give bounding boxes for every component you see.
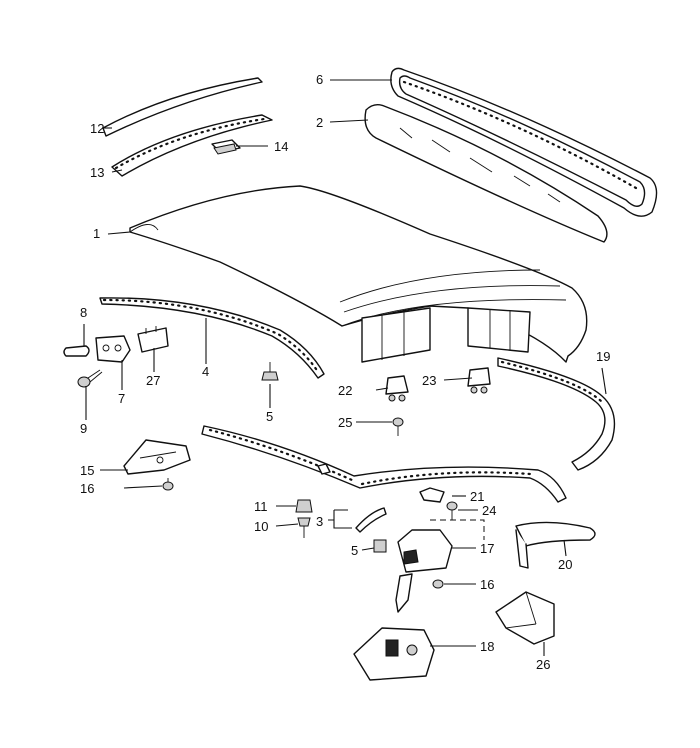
part-16-screw-right (432, 579, 444, 589)
part-15-latch (123, 439, 191, 475)
label-part-2: 2 (316, 115, 323, 130)
part-18-latch (353, 627, 435, 681)
label-part-19: 19 (596, 349, 610, 364)
label-part-1: 1 (93, 226, 100, 241)
label-part-24: 24 (482, 503, 496, 518)
part-27-clip (137, 326, 169, 353)
label-part-14: 14 (274, 139, 288, 154)
part-1-top-cover (129, 185, 588, 363)
part-21-clip (419, 487, 445, 503)
label-part-6: 6 (316, 72, 323, 87)
part-number-labels: 1 2 3 4 5 5 6 7 8 9 10 11 12 13 14 15 16… (80, 72, 610, 672)
label-part-12: 12 (90, 121, 104, 136)
label-part-21: 21 (470, 489, 484, 504)
label-part-16-left: 16 (80, 481, 94, 496)
label-part-23: 23 (422, 373, 436, 388)
part-8-pin (63, 345, 90, 357)
label-part-18: 18 (480, 639, 494, 654)
label-part-4: 4 (202, 364, 209, 379)
part-24-screw (446, 501, 458, 520)
label-part-15: 15 (80, 463, 94, 478)
label-part-3: 3 (316, 514, 323, 529)
label-part-8: 8 (80, 305, 87, 320)
part-16-screw-left (162, 478, 174, 491)
part-25-screw (392, 417, 404, 436)
label-part-25: 25 (338, 415, 352, 430)
leader-lines (83, 79, 607, 656)
part-13-seal-strip (111, 114, 273, 177)
label-part-16-right: 16 (480, 577, 494, 592)
part-19-rear-seal (497, 357, 616, 471)
part-10-screw (297, 517, 311, 538)
part-26-cap (495, 591, 555, 645)
label-part-13: 13 (90, 165, 104, 180)
part-22-mount (385, 375, 409, 402)
part-5-bolt-lower (373, 539, 387, 553)
part-11-nut (295, 499, 313, 513)
part-17-bracket (395, 519, 485, 613)
label-part-17: 17 (480, 541, 494, 556)
label-part-27: 27 (146, 373, 160, 388)
label-part-26: 26 (536, 657, 550, 672)
part-3-trim (355, 507, 387, 533)
part-7-bracket (95, 335, 131, 363)
part-5-bolt-upper (261, 362, 279, 381)
part-23-mount (467, 367, 491, 394)
label-part-9: 9 (80, 421, 87, 436)
label-part-20: 20 (558, 557, 572, 572)
side-rail-assembly (201, 425, 567, 503)
label-part-22: 22 (338, 383, 352, 398)
part-20-cover (515, 521, 596, 569)
label-part-11: 11 (254, 499, 268, 514)
part-6-window-seal (390, 67, 658, 217)
label-part-5-lower: 5 (351, 543, 358, 558)
part-12-trim-strip (102, 77, 263, 137)
label-part-7: 7 (118, 391, 125, 406)
label-part-5-upper: 5 (266, 409, 273, 424)
part-9-screw (77, 369, 103, 388)
part-14-clip (211, 139, 241, 155)
part-2-rear-window (364, 103, 608, 243)
part-4-side-rail (99, 297, 325, 379)
label-part-10: 10 (254, 519, 268, 534)
